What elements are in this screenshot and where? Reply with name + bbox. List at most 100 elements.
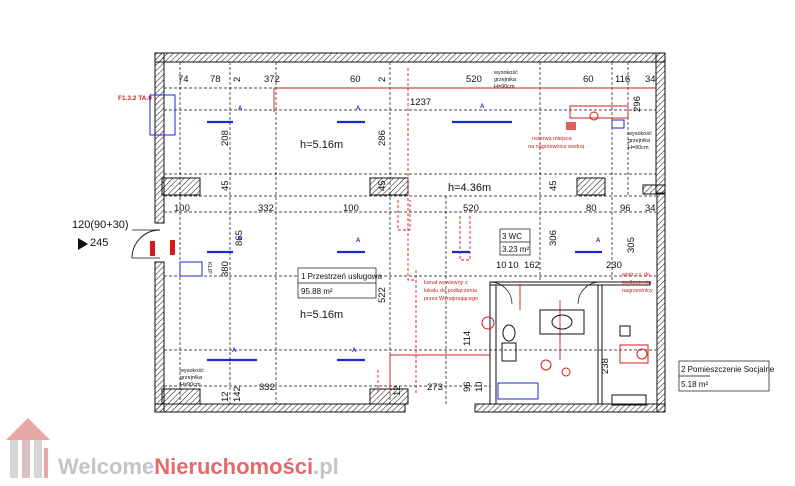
axis-marker: A	[238, 106, 243, 112]
svg-text:wysokość: wysokość	[627, 131, 652, 137]
dim-label: 142	[232, 386, 243, 402]
svg-text:podłączenia: podłączenia	[622, 280, 652, 286]
dim-label: 60	[350, 74, 361, 85]
counter-icon	[611, 394, 647, 406]
social-partition	[597, 284, 603, 405]
axis-marker: A	[480, 104, 485, 110]
dim-label: 10	[508, 260, 519, 271]
dimensions-misc: 1237 120(90+30) 245 10	[72, 97, 507, 271]
door-dim-label: 120(90+30)	[72, 219, 129, 231]
dim-label: 45	[377, 180, 388, 191]
svg-text:rezerwa miejsca: rezerwa miejsca	[532, 136, 573, 142]
door-marker	[150, 241, 155, 256]
watermark-part: Welcome	[58, 454, 154, 479]
room-area: 95.88 m²	[301, 287, 333, 296]
dim-label: 10	[496, 260, 507, 271]
svg-text:H=90cm: H=90cm	[628, 145, 649, 151]
dim-label: 230	[606, 260, 622, 271]
column	[576, 177, 606, 196]
dim-label: 305	[626, 237, 637, 253]
svg-text:grzejnika: grzejnika	[494, 77, 517, 83]
column	[369, 388, 409, 405]
svg-text:wysokość: wysokość	[493, 70, 518, 76]
note-radiator-right: wysokość grzejnika H=90cm	[627, 131, 652, 151]
note-radiator-top: wysokość grzejnika H=90cm	[493, 70, 518, 90]
door-marker	[170, 240, 175, 255]
dim-label: 100	[343, 203, 359, 214]
light-fixtures	[207, 120, 602, 362]
svg-text:nagrzewnicy: nagrzewnicy	[622, 288, 653, 294]
level-label: 245	[90, 237, 108, 249]
room-label-wc: 3 WC 3.23 m²	[499, 228, 531, 256]
dim-label: 520	[463, 203, 479, 214]
dim-label: 96	[620, 203, 631, 214]
dim-label: 78	[210, 74, 221, 85]
walls	[154, 52, 666, 413]
dim-label: 45	[548, 180, 559, 191]
axis-marker: A	[356, 106, 361, 112]
room-label-social: 2 Pomieszczenie Socjalne 5.18 m²	[678, 360, 775, 392]
dim-label: 2	[377, 77, 388, 82]
dim-label: 34	[645, 74, 656, 85]
dim-label: 96	[462, 381, 473, 392]
axis-marker: A	[352, 348, 357, 354]
wall-right-upper	[655, 52, 666, 194]
dim-label: 12	[220, 391, 231, 402]
column	[161, 177, 201, 196]
level-marker-icon	[78, 238, 88, 250]
dim-label: 286	[377, 130, 388, 146]
wc-partition	[489, 281, 497, 405]
svg-text:grzejnika: grzejnika	[628, 138, 651, 144]
room-area: 3.23 m²	[502, 245, 529, 254]
dim-label: 380	[220, 261, 231, 277]
toilet-icon	[501, 342, 517, 362]
note-duct: kanał wywiewny z lokalu do podłączenia p…	[424, 280, 478, 302]
svg-text:H=90cm: H=90cm	[494, 84, 515, 90]
dim-label: 10	[474, 381, 485, 392]
dim-label: 332	[259, 382, 275, 393]
dim-label: 162	[524, 260, 540, 271]
dim-label: 1237	[410, 97, 431, 108]
heater-unit	[566, 105, 629, 130]
dim-label: 332	[258, 203, 274, 214]
dim-label: 273	[427, 382, 443, 393]
dimensions-middle: 100 332 100 520 80 96 34	[174, 203, 656, 214]
fixture-icon	[481, 316, 495, 330]
house-logo-icon	[6, 418, 50, 478]
axis-marker: A	[356, 238, 361, 244]
wall-left-upper	[154, 52, 165, 224]
dim-label: 2	[232, 77, 243, 82]
watermark-part: Nieruchomości	[154, 454, 313, 479]
watermark: WelcomeNieruchomości.pl	[6, 418, 339, 479]
wall-bottom-right	[474, 403, 666, 413]
dim-label: 116	[615, 74, 630, 85]
dim-label: 80	[586, 203, 597, 214]
dim-label: 296	[632, 96, 643, 112]
room-area: 5.18 m²	[681, 380, 708, 389]
dim-label: 45	[220, 180, 231, 191]
klip-label: KLIP	[206, 262, 212, 274]
dimensions-bottom: 12 142 332 12 273 96 10	[220, 381, 485, 402]
column	[369, 177, 409, 196]
axis-marker: A	[232, 348, 237, 354]
dim-label: 12	[392, 385, 403, 396]
note-fan: wiatr c.t. do podłączenia nagrzewnicy	[621, 272, 653, 294]
boiler-icon	[619, 344, 649, 364]
svg-text:na nagrzewnicę wodną: na nagrzewnicę wodną	[528, 144, 585, 150]
svg-text:lokalu do podłączenia: lokalu do podłączenia	[424, 288, 478, 294]
wc-partition-top	[489, 281, 651, 286]
axis-marker: A	[238, 236, 243, 242]
wall-top	[154, 52, 666, 63]
column	[161, 388, 201, 405]
dim-label: 522	[377, 287, 388, 303]
tag-label: F1.3.2 TA.0	[118, 95, 152, 102]
svg-text:przez Wynajmującego: przez Wynajmującego	[424, 296, 478, 302]
height-label: h=4.36m	[448, 182, 491, 194]
svg-text:H=90cm: H=90cm	[180, 382, 201, 388]
svg-text:wiatr c.t. do: wiatr c.t. do	[621, 272, 650, 278]
dim-label: 372	[264, 74, 280, 85]
dim-label: 114	[462, 331, 473, 346]
svg-text:wysokość: wysokość	[179, 368, 204, 374]
basin-icon	[497, 382, 539, 400]
dim-label: 60	[583, 74, 594, 85]
